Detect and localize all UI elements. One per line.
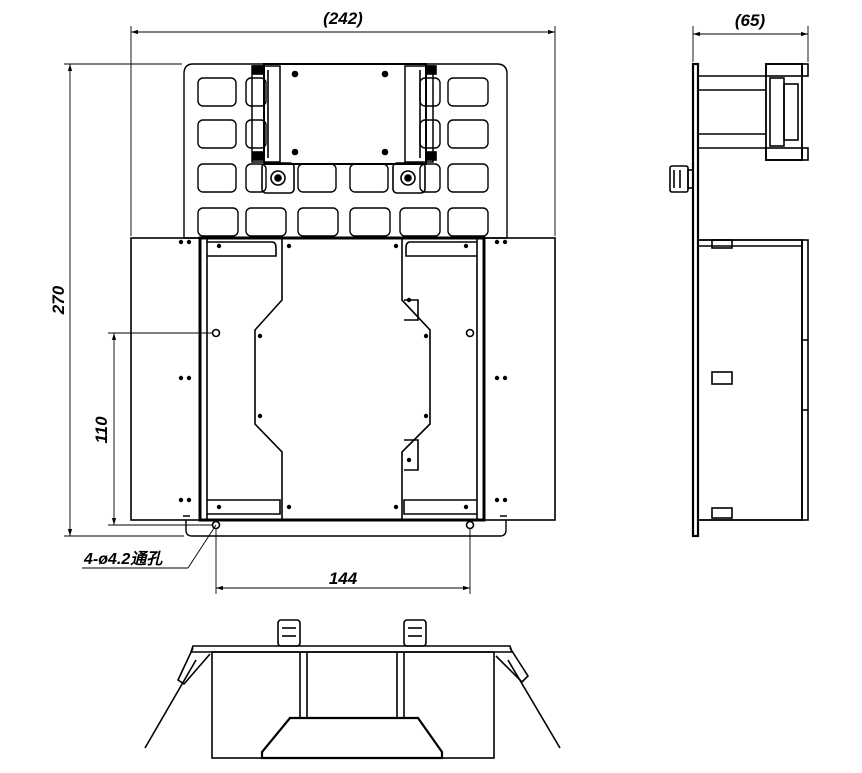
screw-hole — [502, 239, 508, 245]
screw-hole — [178, 375, 184, 381]
slot-cutout — [297, 163, 337, 193]
slot-cutout — [197, 163, 237, 193]
screw-hole — [216, 504, 222, 510]
slot-cutout — [447, 207, 489, 237]
slot-cutout — [419, 77, 441, 107]
slot-cutout — [447, 77, 489, 107]
screw-hole — [186, 375, 192, 381]
slot-cutout — [245, 207, 287, 237]
screw-hole — [494, 497, 500, 503]
slot-cutout — [399, 207, 441, 237]
screw-hole — [406, 297, 412, 303]
slot-cutout — [297, 207, 339, 237]
screw-hole — [216, 243, 222, 249]
slot-cutout — [447, 163, 489, 193]
slot-cutout — [349, 207, 391, 237]
hole-callout-label: 4-ø4.2通孔 — [83, 550, 163, 568]
screw-hole — [393, 504, 399, 510]
slot-cutout — [245, 119, 267, 149]
screw-hole — [463, 504, 469, 510]
screw-hole — [406, 457, 412, 463]
screw-hole — [393, 243, 399, 249]
screw-hole — [286, 243, 292, 249]
screw-hole — [178, 239, 184, 245]
screw-hole — [423, 333, 429, 339]
dimension-lines — [64, 26, 809, 594]
screw-hole — [423, 413, 429, 419]
slot-cutout — [245, 77, 267, 107]
screw-hole — [257, 333, 263, 339]
slot-cutout — [419, 119, 441, 149]
hole-height-dimension-label: 110 — [92, 416, 111, 444]
screw-hole — [178, 497, 184, 503]
screw-hole — [494, 375, 500, 381]
slot-grid — [197, 77, 489, 237]
side-view — [669, 62, 809, 538]
slot-cutout — [197, 77, 237, 107]
slot-cutout — [419, 163, 441, 193]
slot-cutout — [245, 163, 267, 193]
screw-hole — [494, 239, 500, 245]
width-dimension-label: (242) — [323, 9, 363, 28]
bottom-view — [144, 619, 561, 760]
screw-hole — [463, 243, 469, 249]
screw-hole — [502, 497, 508, 503]
front-view — [130, 63, 556, 537]
slot-cutout — [447, 119, 489, 149]
slot-cutout — [197, 119, 237, 149]
screw-hole — [502, 375, 508, 381]
slot-cutout — [197, 207, 239, 237]
slot-cutout — [349, 163, 389, 193]
hole-width-dimension-label: 144 — [329, 569, 358, 588]
height-dimension-label: 270 — [49, 285, 68, 315]
screw-hole — [257, 413, 263, 419]
screw-hole — [186, 239, 192, 245]
depth-dimension-label: (65) — [735, 11, 766, 30]
screw-hole — [186, 497, 192, 503]
screw-hole — [286, 504, 292, 510]
